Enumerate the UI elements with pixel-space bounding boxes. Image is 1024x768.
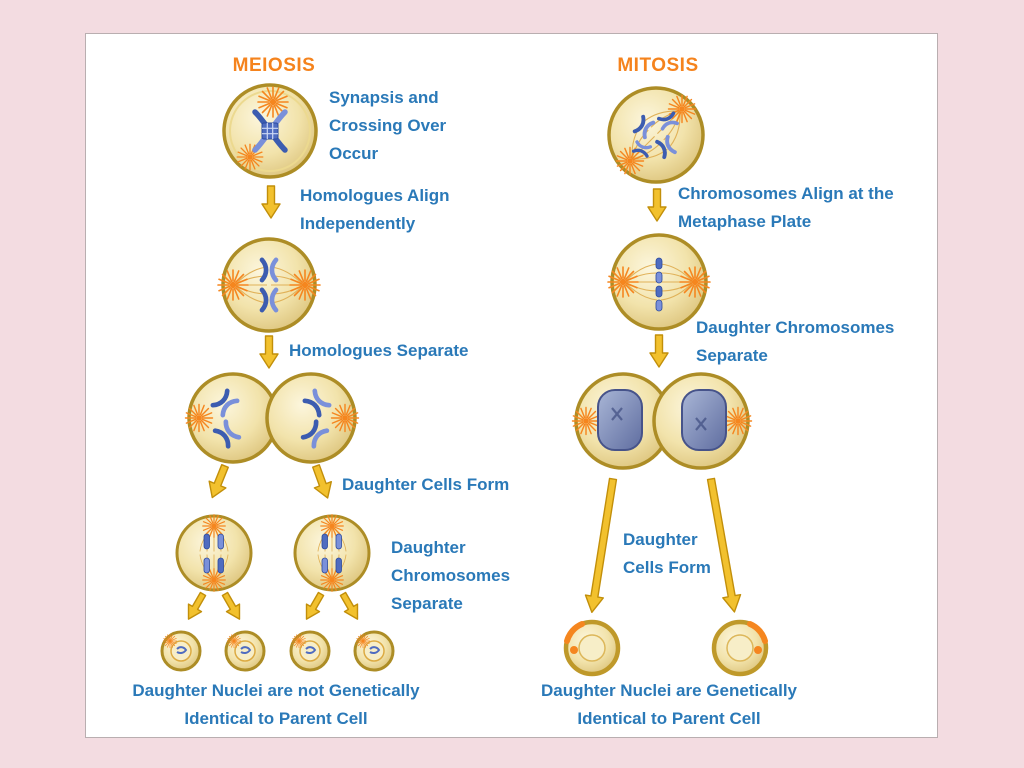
meiosis-cell-synapsis xyxy=(222,83,318,179)
arrow-meiosis-1 xyxy=(261,185,281,219)
mitosis-cell-metaphase xyxy=(607,233,711,331)
arrow-mitosis-1 xyxy=(647,188,667,222)
label-daughter-cells-form-mitosis: Daughter Cells Form xyxy=(623,530,711,577)
diagram-panel: MEIOSIS MITOSIS Synapsis and Crossing Ov… xyxy=(85,33,938,738)
label-daughter-cells-form-meiosis: Daughter Cells Form xyxy=(342,475,510,494)
arrow-meiosis-4d xyxy=(335,589,365,624)
meiosis-daughter-cell-a xyxy=(175,514,253,592)
label-daughter-chromosomes-separate-mitosis: Daughter Chromosomes Separate xyxy=(696,318,895,365)
arrow-meiosis-2 xyxy=(259,335,279,369)
meiosis-nucleus-3 xyxy=(291,632,329,670)
label-homologues-separate: Homologues Separate xyxy=(289,341,469,360)
label-synapsis-crossing-over: Synapsis and Crossing Over Occur xyxy=(329,88,447,163)
arrow-meiosis-4c xyxy=(299,589,329,624)
meiosis-cell-metaphase1 xyxy=(217,237,321,333)
label-chromosomes-align-metaphase: Chromosomes Align at the Metaphase Plate xyxy=(678,184,894,231)
arrow-mitosis-2 xyxy=(649,334,669,368)
label-daughter-chromosomes-separate-meiosis: Daughter Chromosomes Separate xyxy=(391,538,511,613)
label-homologues-align: Homologues Align Independently xyxy=(300,186,450,233)
meiosis-nucleus-2 xyxy=(226,632,264,670)
label-mitosis-result: Daughter Nuclei are Genetically Identica… xyxy=(540,681,798,728)
mitosis-title: MITOSIS xyxy=(617,55,699,76)
meiosis-title: MEIOSIS xyxy=(232,55,316,76)
meiosis-daughter-cell-b xyxy=(293,514,371,592)
diagram-graphics xyxy=(86,83,769,677)
mitosis-cell-prophase xyxy=(607,86,705,184)
arrow-meiosis-4a xyxy=(181,589,211,624)
meiosis-nucleus-1 xyxy=(162,632,200,670)
mitosis-daughter-cell-a xyxy=(563,619,621,677)
arrow-meiosis-4b xyxy=(217,589,247,624)
meiosis-cell-homologues-separate xyxy=(184,372,360,464)
label-meiosis-result: Daughter Nuclei are not Genetically Iden… xyxy=(132,681,420,728)
arrow-meiosis-3-left xyxy=(203,461,235,502)
arrow-mitosis-3-left xyxy=(582,476,623,615)
arrow-meiosis-3-right xyxy=(306,462,337,502)
mitosis-daughter-cell-b xyxy=(711,619,769,677)
mitosis-cell-telophase xyxy=(571,372,753,470)
meiosis-nucleus-4 xyxy=(355,632,393,670)
